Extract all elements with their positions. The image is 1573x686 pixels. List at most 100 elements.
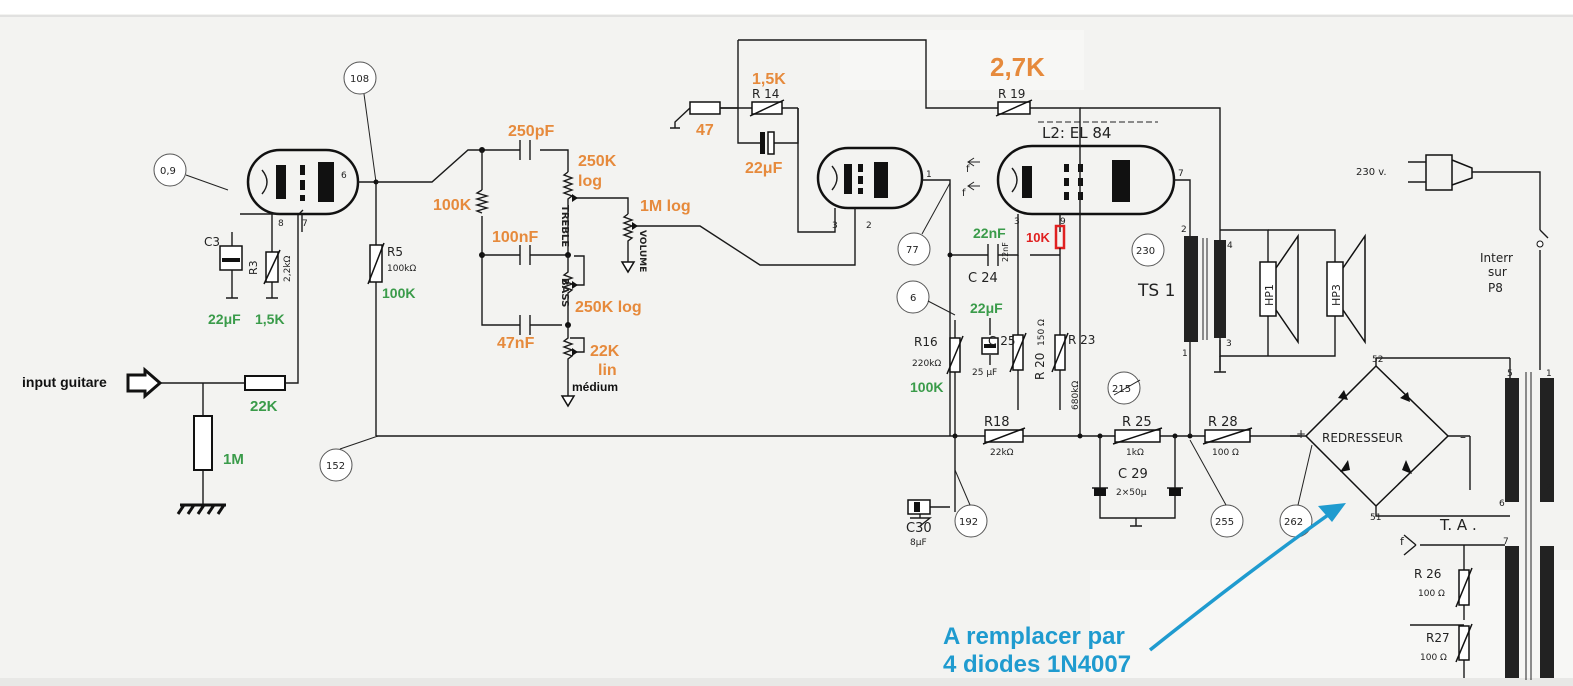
minus-sign: – [1460,430,1466,444]
treble-label: TREBLE [559,205,570,247]
r-1m-value: 1M [223,451,244,468]
c25-label: C 25 [988,334,1015,348]
pot-treble-value: 250K [578,153,617,170]
r26-value: 100 Ω [1418,589,1445,599]
tube-l2-label: L2: EL 84 [1042,124,1111,142]
r18-label: R18 [984,415,1010,430]
node-6: 6 [910,293,916,304]
pin-label: 6 [341,171,347,181]
output-transformer-ts1 [1184,229,1336,373]
r28-value: 100 Ω [1212,448,1239,458]
f-label: f [966,164,970,175]
blue-note-line1: A remplacer par [943,623,1125,650]
r26-label: R 26 [1414,567,1441,581]
r28-label: R 28 [1208,415,1238,430]
pin-label: 3 [832,221,838,231]
pot-treble-log: log [578,173,602,190]
c24-value: 22nF [1001,242,1010,262]
redresseur-label: REDRESSEUR [1322,431,1403,445]
plus-sign: + [1296,427,1306,441]
r5-label: R5 [387,245,403,259]
c-47nf: 47nF [497,335,535,352]
r27-value: 100 Ω [1420,653,1447,663]
c3-r3-parts [219,232,281,299]
c-22uf: 22μF [745,160,783,177]
speaker-hp1 [1259,233,1299,345]
r16-label: R16 [914,335,938,349]
r19-label: R 19 [998,87,1025,101]
power-transformer [1403,358,1554,680]
r-1-5k: 1,5K [752,71,786,88]
input-arrow-icon [126,366,163,400]
hp1-label: HP1 [1263,284,1276,306]
r23-label: R 23 [1068,333,1095,347]
ta-label: T. A . [1439,516,1477,534]
pin-label: 1 [1546,369,1552,379]
c3-annotation: 22μF [208,311,241,327]
r-2-7k: 2,7K [990,52,1045,82]
pin-label: 52 [1372,355,1383,365]
pot-volume-value: 1M log [640,198,691,215]
c30-label: C30 [906,521,932,536]
page-edge [1090,570,1573,686]
pin-label: 6 [1499,499,1505,509]
pin-label: 1 [1182,349,1188,359]
tube-v1 [240,148,376,232]
medium-label: médium [572,380,618,394]
pin-label: 4 [1227,241,1233,251]
pin-label: 9 [1060,217,1066,227]
pin-label: 3 [1226,339,1232,349]
r16-annotation: 100K [910,379,943,395]
c24 [947,244,1000,266]
c-250pf: 250pF [508,123,554,140]
r5-annotation: 100K [382,285,415,301]
r25-value: 1kΩ [1126,448,1144,458]
bass-label: BASS [559,278,570,307]
r20-label: R 20 [1033,353,1047,380]
pot-mid-lin: lin [598,362,617,379]
f-label: f [962,188,966,199]
r5 [367,179,385,436]
input-network [126,209,304,515]
pin-label: 2 [1181,225,1187,235]
pin-label: 5 [1507,369,1513,379]
feedback-network [670,39,1081,155]
cathode-network [946,146,1083,439]
r3-annotation: 1,5K [255,311,285,327]
node-262: 262 [1284,517,1303,528]
supply-resistors [907,370,1253,527]
pin-label: 2 [1546,483,1552,493]
pot-mid-value: 22K [590,343,620,360]
switch-label-1: Interr [1480,251,1513,265]
r14-label: R 14 [752,87,779,101]
pin-label: 1 [926,170,932,180]
c25-annotation: 22μF [970,300,1003,316]
patch-area [840,30,1084,90]
r18-value: 22kΩ [990,448,1014,458]
r23-value: 680kΩ [1071,381,1081,410]
pin-label: 7 [1503,537,1509,547]
blue-annotation-arrow [1148,503,1346,652]
node-09: 0,9 [160,166,176,177]
pin-label: 8 [278,219,284,229]
resistor-input-22k [244,375,286,391]
r5-value: 100kΩ [387,264,416,274]
switch-label-2: sur [1488,265,1507,279]
c29-value: 2×50μ [1116,488,1147,498]
page-bottom-edge [0,678,1573,686]
r20-value: 150 Ω [1037,319,1047,346]
pot-bass-value: 250K log [575,299,642,316]
c24-annotation: 22nF [973,225,1006,241]
pin-label: 7 [302,219,308,229]
r-input-value: 22K [250,398,278,415]
c-100nf: 100nF [492,229,538,246]
blue-note-line2: 4 diodes 1N4007 [943,651,1131,678]
bridge-rectifier [1290,357,1510,517]
c29-label: C 29 [1118,467,1148,482]
ts1-label: TS 1 [1137,281,1175,301]
pin-label: 51 [1370,513,1381,523]
c3-label: C3 [204,235,220,249]
r3-label: R3 [247,260,260,275]
